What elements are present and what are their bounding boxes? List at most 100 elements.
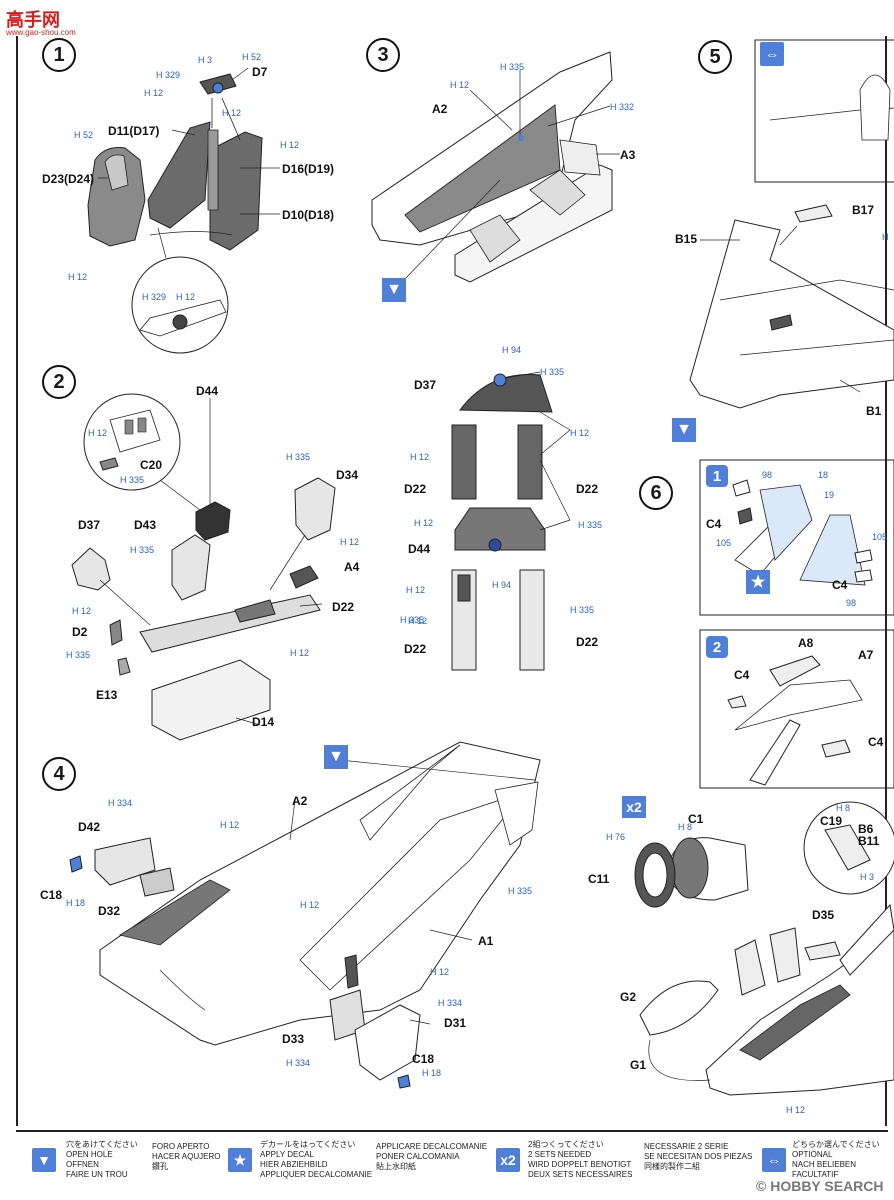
color-code: H 12 (414, 518, 434, 528)
part-e13: E13 (96, 688, 118, 702)
part-d22: D22 (576, 482, 599, 496)
legend-optional-ja: どちらか選んでください (792, 1140, 880, 1149)
color-code: H 12 (300, 900, 320, 910)
color-code: H 334 (286, 1058, 311, 1068)
color-code: H 94 (502, 345, 522, 355)
part-g2: G2 (620, 990, 637, 1004)
color-code: H 52 (74, 130, 94, 140)
part-d2: D2 (72, 625, 88, 639)
star-icon: ★ (228, 1148, 252, 1172)
color-code: H 335 (508, 886, 533, 896)
page-right-rule (885, 36, 887, 1126)
decal-number: 105 (872, 532, 888, 542)
part-a3: A3 (620, 148, 636, 162)
part-d44: D44 (408, 542, 431, 556)
color-code: H 329 (142, 292, 167, 302)
part-d22: D22 (404, 642, 427, 656)
color-code: H 18 (66, 898, 86, 908)
drill-icon: ▼ (382, 278, 406, 302)
color-code: H 12 (406, 585, 426, 595)
part-c4: C4 (832, 578, 848, 592)
color-code: H 12 (340, 537, 360, 547)
legend-x2-de: WIRD DOPPELT BENOTIGT (528, 1160, 632, 1169)
color-code: H 12 (280, 140, 300, 150)
part-b15: B15 (675, 232, 698, 246)
decal-number: 98 (762, 470, 773, 480)
color-code: H 12 (430, 967, 450, 977)
step-number-3: 3 (366, 38, 400, 72)
part-d33: D33 (282, 1032, 305, 1046)
color-code: H 335 (578, 520, 603, 530)
x2-icon: x2 (496, 1148, 520, 1172)
legend-decal-zh: 貼上水印紙 (376, 1162, 416, 1171)
watermark: © HOBBY SEARCH (756, 1178, 884, 1194)
part-c18: C18 (40, 888, 63, 902)
color-code: H 12 (176, 292, 196, 302)
part-d22: D22 (404, 482, 427, 496)
sub-step-1: 1 (706, 465, 728, 487)
part-c11: C11 (588, 872, 610, 886)
part-b11: B11 (858, 834, 880, 848)
part-d16-d19: D16(D19) (282, 162, 335, 176)
decal-number: 98 (846, 598, 857, 608)
part-c1: C1 (688, 812, 704, 826)
legend-drill-de: OFFNEN (66, 1160, 99, 1169)
legend-decal-fr: APPLIQUER DECALCOMANIE (260, 1170, 373, 1179)
part-d7: D7 (252, 65, 268, 79)
part-d31: D31 (444, 1016, 467, 1030)
step-number-1: 1 (42, 38, 76, 72)
part-d22: D22 (332, 600, 355, 614)
legend-decal-it: APPLICARE DECALCOMANIE (376, 1142, 488, 1151)
legend-drill-es: HACER AQUJERO (152, 1152, 221, 1161)
color-code: H 12 (144, 88, 164, 98)
part-a1: A1 (478, 934, 494, 948)
color-code: H 12 (570, 428, 590, 438)
color-code: H 332 (610, 102, 635, 112)
part-d10-d18: D10(D18) (282, 208, 335, 222)
color-code: H 12 (786, 1105, 806, 1115)
part-d22: D22 (576, 635, 599, 649)
decal-number: 19 (824, 490, 835, 500)
color-code: H 18 (422, 1068, 442, 1078)
legend-separator (16, 1130, 888, 1132)
part-c18: C18 (412, 1052, 435, 1066)
page-left-rule (16, 36, 18, 1126)
part-d35: D35 (812, 908, 835, 922)
color-code: H (882, 232, 889, 242)
choice-icon: ⇔ (760, 42, 784, 66)
color-code: H 94 (492, 580, 512, 590)
legend-x2-zh: 同樣的製作二組 (644, 1162, 700, 1171)
legend-x2-en: 2 SETS NEEDED (528, 1150, 592, 1159)
part-g1: G1 (630, 1058, 647, 1072)
part-d23-d24: D23(D24) (42, 172, 95, 186)
color-code: H 335 (120, 475, 145, 485)
legend-decal-ja: デカールをはってください (260, 1140, 356, 1149)
part-a8: A8 (798, 636, 814, 650)
part-d43: D43 (134, 518, 157, 532)
part-d11-d17: D11(D17) (108, 124, 160, 138)
legend-x2-es: SE NECESITAN DOS PIEZAS (644, 1152, 753, 1161)
part-d34: D34 (336, 468, 359, 482)
legend-decal-de: HIER ABZIEHBILD (260, 1160, 328, 1169)
color-code: H 76 (606, 832, 626, 842)
sub-step-2: 2 (706, 636, 728, 658)
part-d42: D42 (78, 820, 101, 834)
legend-decal-es: PONER CALCOMANIA (376, 1152, 460, 1161)
color-code: H 3 (198, 55, 213, 65)
decal-number: 105 (716, 538, 732, 548)
color-code: H 335 (500, 62, 525, 72)
part-d37: D37 (414, 378, 437, 392)
color-code: H 12 (72, 606, 92, 616)
drill-icon: ▼ (324, 745, 348, 769)
part-c20: C20 (140, 458, 163, 472)
part-b17: B17 (852, 203, 875, 217)
site-logo: 高手网 (6, 10, 60, 30)
site-logo-url: www.gao-shou.com (6, 28, 76, 37)
drill-icon: ▼ (32, 1148, 56, 1172)
x2-badge: x2 (622, 796, 646, 818)
color-code: H 335 (286, 452, 311, 462)
part-a2: A2 (432, 102, 448, 116)
part-d32: D32 (98, 904, 121, 918)
legend-x2-it: NECESSARIE 2 SERIE (644, 1142, 729, 1151)
